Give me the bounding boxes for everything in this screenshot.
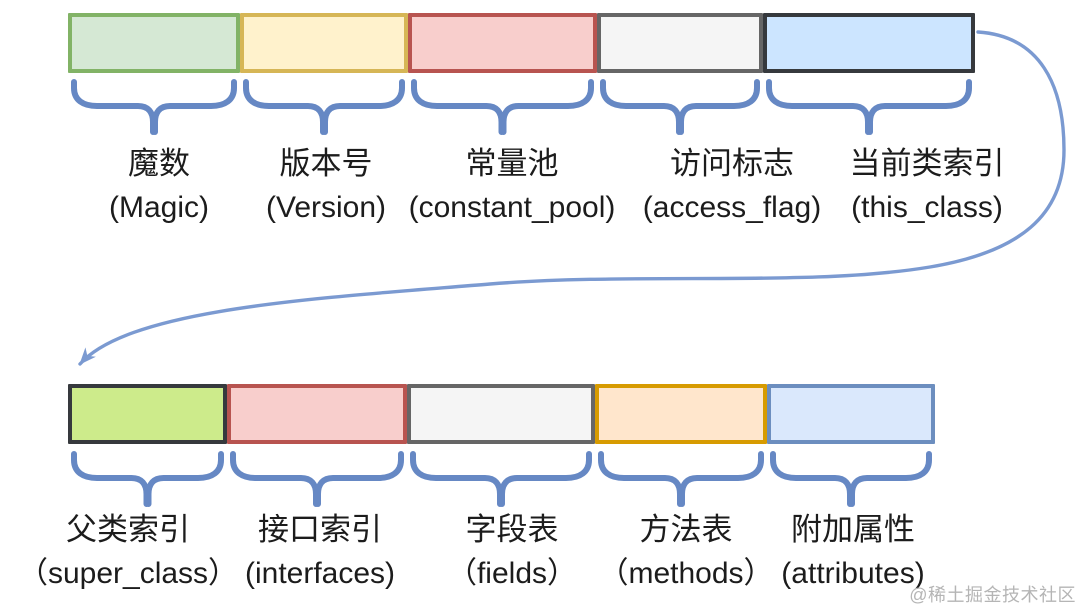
segment-label-en: (access_flag) [642, 191, 822, 224]
segment-label-access-flag: 访问标志 (access_flag) [643, 142, 821, 230]
segment-label-en: (constant_pool) [408, 191, 616, 224]
segment-label-zh: 附加属性 [790, 512, 915, 547]
segment-label-en: (this_class) [851, 191, 1003, 224]
segment-box-version [240, 13, 408, 73]
segment-box-interfaces [227, 384, 407, 444]
brace-icon-attributes [770, 451, 932, 507]
segment-box-this-class [763, 13, 975, 73]
brace-icon-this-class [766, 79, 972, 135]
segment-label-methods: 方法表 （methods） [598, 508, 773, 596]
segment-label-this-class: 当前类索引 (this_class) [850, 142, 1005, 230]
segment-label-en: （super_class） [17, 557, 239, 590]
segment-label-en: （methods） [598, 557, 774, 590]
brace-icon-magic [71, 79, 237, 135]
segment-box-methods [595, 384, 767, 444]
segment-label-super-class: 父类索引 （super_class） [18, 508, 238, 596]
brace-icon-super-class [71, 451, 224, 507]
watermark: @稀土掘金技术社区 [909, 585, 1076, 605]
segment-label-en: （fields） [446, 557, 578, 590]
brace-icon-fields [410, 451, 592, 507]
segment-label-attributes: 附加属性 (attributes) [781, 508, 924, 596]
brace-icon-version [243, 79, 405, 135]
brace-icon-interfaces [230, 451, 404, 507]
segment-label-zh: 当前类索引 [849, 146, 1005, 181]
segment-label-zh: 方法表 [639, 512, 733, 547]
segment-label-fields: 字段表 （fields） [447, 508, 577, 596]
segment-label-zh: 常量池 [465, 146, 559, 181]
segment-box-magic [68, 13, 240, 73]
segment-label-en: (Version) [265, 191, 387, 224]
segment-label-zh: 版本号 [279, 146, 373, 181]
segment-box-attributes [767, 384, 935, 444]
segment-box-constant-pool [408, 13, 597, 73]
segment-label-zh: 接口索引 [257, 512, 382, 547]
segment-label-version: 版本号 (Version) [266, 142, 386, 230]
segment-box-access-flag [597, 13, 763, 73]
segment-label-constant-pool: 常量池 (constant_pool) [409, 142, 616, 230]
segment-label-en: (attributes) [781, 557, 925, 590]
brace-icon-methods [598, 451, 764, 507]
segment-label-zh: 字段表 [465, 512, 559, 547]
segment-label-zh: 访问标志 [670, 146, 794, 181]
segment-label-zh: 魔数 [127, 146, 190, 181]
segment-box-super-class [68, 384, 227, 444]
brace-icon-constant-pool [411, 79, 594, 135]
brace-icon-access-flag [600, 79, 760, 135]
segment-label-interfaces: 接口索引 (interfaces) [245, 508, 395, 596]
segment-label-magic: 魔数 (Magic) [109, 142, 209, 230]
segment-box-fields [407, 384, 595, 444]
segment-label-en: (interfaces) [244, 557, 396, 590]
segment-label-en: (Magic) [108, 191, 210, 224]
segment-label-zh: 父类索引 [65, 512, 190, 547]
